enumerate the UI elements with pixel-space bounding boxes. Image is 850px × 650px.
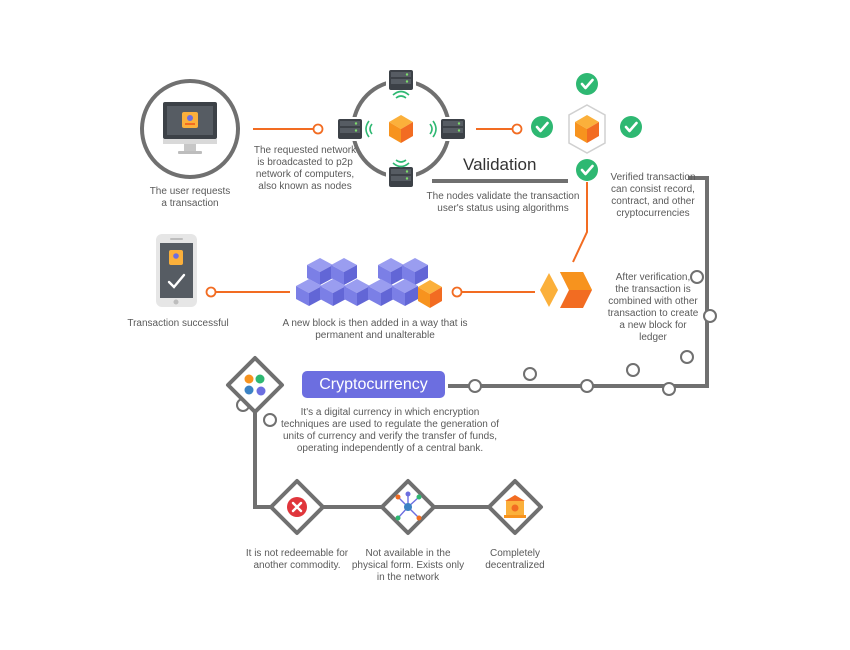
p2p-network-icon: [338, 70, 465, 187]
not-redeemable-icon: [269, 479, 325, 535]
cryptocurrency-description: It's a digital currency in which encrypt…: [281, 407, 499, 454]
validation-icon: [529, 71, 644, 183]
user-computer-icon: [140, 79, 240, 179]
phone-success-icon: [156, 234, 197, 307]
step-broadcast-label: The requested network is broadcasted to …: [253, 145, 357, 192]
feature-not-physical-label: Not available in the physical form. Exis…: [351, 548, 465, 583]
step-combine-label: After verification, the transaction is c…: [607, 272, 699, 343]
validation-title: Validation: [463, 155, 537, 174]
combine-block-icon: [540, 272, 592, 308]
decentralized-bank-icon: [487, 479, 543, 535]
process-path-right: [448, 176, 709, 388]
network-only-icon: [380, 479, 436, 535]
step-success-label: Transaction successful: [127, 318, 229, 329]
crypto-coins-icon: [226, 356, 284, 414]
feature-decentralized-label: Completely decentralized: [485, 548, 545, 571]
step-new-block-label: A new block is then added in a way that …: [282, 318, 468, 341]
step-request-label: The user requests a transaction: [149, 186, 231, 209]
feature-not-redeemable-label: It is not redeemable for another commodi…: [245, 548, 349, 571]
orange-connectors: [215, 128, 588, 293]
blockchain-blocks-icon: [296, 258, 442, 308]
step-validate-label: The nodes validate the transaction user'…: [426, 191, 580, 214]
cryptocurrency-title: Cryptocurrency: [302, 371, 445, 398]
step-verified-label: Verified transaction can consist record,…: [610, 172, 696, 219]
